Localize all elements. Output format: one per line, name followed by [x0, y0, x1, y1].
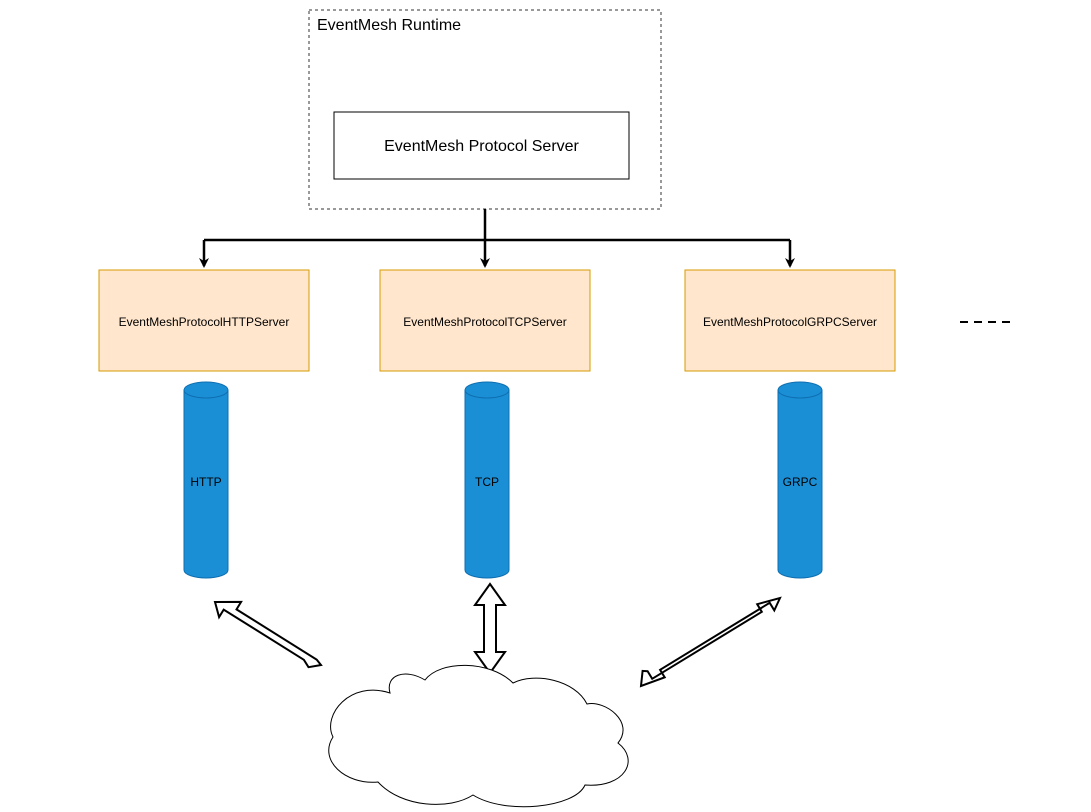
cylinder-label-tcp: TCP: [475, 475, 499, 489]
protocol-server-label: EventMesh Protocol Server: [384, 138, 579, 155]
cylinder-http: HTTP: [183, 381, 229, 579]
cylinder-label-http: HTTP: [190, 475, 221, 489]
runtime-title: EventMesh Runtime: [317, 17, 461, 34]
protocol-server-box: EventMesh Protocol Server: [333, 111, 630, 180]
cylinder-tcp: TCP: [464, 381, 510, 579]
server-label-grpc: EventMeshProtocolGRPCServer: [703, 315, 877, 329]
bidirectional-arrow-tcp: [473, 582, 507, 675]
connector-lines: [199, 209, 795, 268]
cylinder-label-grpc: GRPC: [783, 475, 818, 489]
server-box-http: EventMeshProtocolHTTPServer: [98, 269, 310, 372]
server-label-tcp: EventMeshProtocolTCPServer: [403, 315, 566, 329]
network-cloud: [328, 664, 629, 808]
server-label-http: EventMeshProtocolHTTPServer: [119, 315, 290, 329]
bidirectional-arrow-http: [213, 600, 323, 669]
server-box-tcp: EventMeshProtocolTCPServer: [379, 269, 591, 372]
cylinder-grpc: GRPC: [777, 381, 823, 579]
bidirectional-arrow-grpc: [639, 596, 782, 688]
server-box-grpc: EventMeshProtocolGRPCServer: [684, 269, 896, 372]
